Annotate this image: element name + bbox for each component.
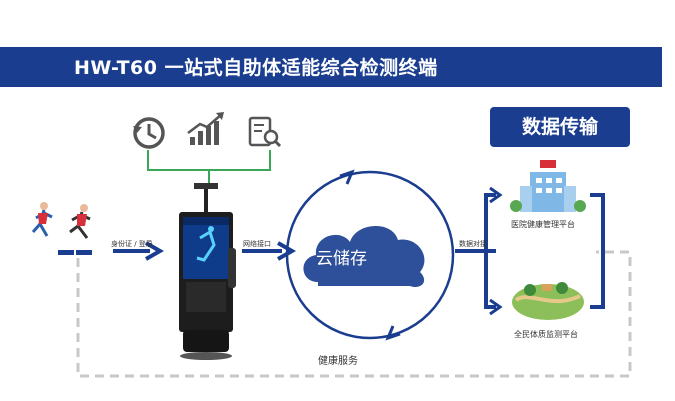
left-bracket <box>484 193 496 309</box>
cloud-shape <box>303 225 425 288</box>
right-bracket <box>590 193 605 309</box>
runners-illustration <box>31 202 92 255</box>
login-label: 身份证 / 登录 <box>111 240 153 248</box>
health-service-label: 健康服务 <box>318 356 358 367</box>
trend-chart-icon <box>187 112 224 145</box>
green-bracket <box>147 150 271 171</box>
history-icon <box>133 117 165 149</box>
cloud-cycle-ring <box>285 170 455 340</box>
arrow-network-head <box>277 241 297 261</box>
cloud-storage-label: 云储存 <box>316 249 367 269</box>
data-sync-label: 数据对接 <box>459 240 487 248</box>
national-platform-label: 全民体质监测平台 <box>514 330 578 339</box>
bracket-arrow-bottom <box>489 298 503 316</box>
bracket-arrow-top <box>489 186 503 204</box>
report-search-icon <box>248 116 282 148</box>
hospital-platform-label: 医院健康管理平台 <box>511 220 575 229</box>
network-port-label: 网络接口 <box>243 240 271 248</box>
hospital-illustration <box>510 160 586 212</box>
kiosk-terminal <box>179 183 236 360</box>
park-illustration <box>512 282 584 320</box>
health-service-loop <box>76 250 632 378</box>
ring-arrow-top <box>339 169 355 185</box>
arrow-login-head <box>145 241 165 261</box>
banner-title: HW-T60 一站式自助体适能综合检测终端 <box>74 57 438 79</box>
title-banner: HW-T60 一站式自助体适能综合检测终端 <box>0 47 662 87</box>
ring-arrow-bottom <box>385 325 401 341</box>
data-transfer-badge: 数据传输 <box>490 107 630 147</box>
